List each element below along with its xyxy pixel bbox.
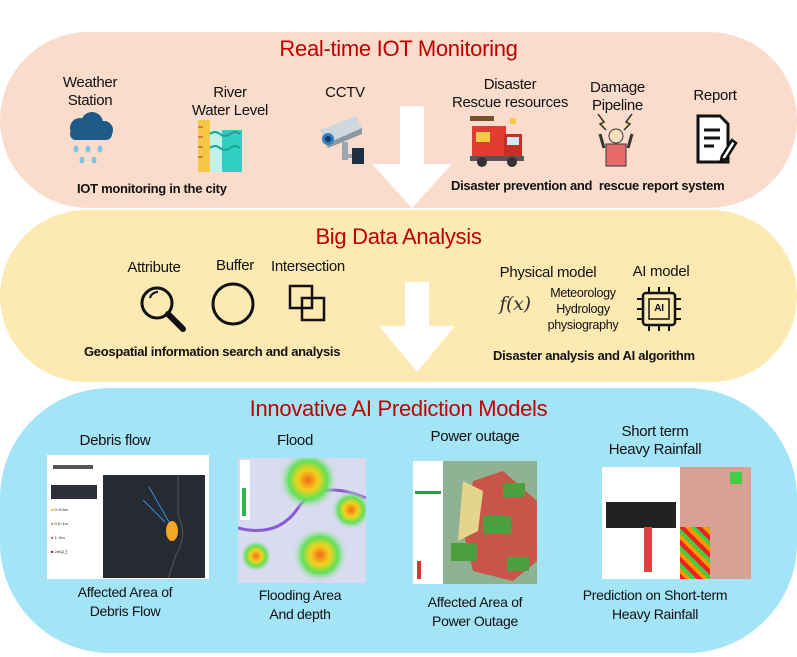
down-arrow-icon <box>372 106 452 208</box>
model-title-flood: Flood <box>276 432 314 449</box>
flood-heatmap-screenshot <box>238 458 366 583</box>
caption-geospatial: Geospatial information search and analys… <box>84 344 341 359</box>
function-formula: f(x) <box>499 293 531 315</box>
damaged-pipeline-person-icon <box>597 113 634 167</box>
rain-cloud-icon <box>70 112 113 164</box>
model-title-rainfall: Short term Heavy Rainfall <box>608 423 702 458</box>
legend-item: ■ 2m以上 <box>51 549 69 554</box>
caption-debris-flow: Affected Area of Debris Flow <box>77 584 173 619</box>
fire-truck-icon <box>470 116 524 167</box>
label-physical-model: Physical model <box>499 264 597 281</box>
label-river-water-level: River Water Level <box>191 84 269 119</box>
caption-flood: Flooding Area And depth <box>258 587 342 622</box>
label-buffer: Buffer <box>216 257 254 274</box>
report-document-icon <box>696 114 738 164</box>
label-ai-model: AI model <box>632 263 690 280</box>
down-arrow-icon <box>379 282 455 372</box>
caption-power-outage: Affected Area of Power Outage <box>427 594 523 629</box>
label-damage-pipeline: Damage Pipeline <box>590 79 645 114</box>
section-title-big-data: Big Data Analysis <box>315 224 482 249</box>
legend-item: ■ 0~0.5m <box>51 507 68 512</box>
label-rescue-resources: Disaster Rescue resources <box>451 76 569 111</box>
section-title-ai-models: Innovative AI Prediction Models <box>249 396 548 421</box>
water-level-gauge-icon <box>198 120 242 172</box>
caption-rainfall: Prediction on Short-term Heavy Rainfall <box>582 587 728 622</box>
model-title-debris-flow: Debris flow <box>79 432 151 449</box>
caption-iot-city: IOT monitoring in the city <box>77 181 227 196</box>
ai-chip-label: AI <box>654 303 664 314</box>
ai-chip-icon <box>637 287 681 331</box>
model-title-power-outage: Power outage <box>430 428 520 445</box>
physical-factors: Meteorology Hydrology physiography <box>547 286 619 332</box>
caption-report-system: Disaster prevention and rescue report sy… <box>451 178 725 193</box>
debris-flow-screenshot: ■ 0~0.5m ■ 0.5~1m ■ 1~2m ■ 2m以上 <box>47 455 209 579</box>
legend-item: ■ 0.5~1m <box>51 521 68 526</box>
caption-disaster-ai: Disaster analysis and AI algorithm <box>493 348 695 363</box>
cctv-camera-icon <box>320 116 364 164</box>
label-weather-station: Weather Station <box>62 74 118 109</box>
label-intersection: Intersection <box>271 258 345 275</box>
label-report: Report <box>693 87 737 104</box>
power-outage-screenshot <box>413 461 537 584</box>
label-attribute: Attribute <box>127 259 181 276</box>
intersection-icon <box>288 284 326 322</box>
rainfall-screenshot <box>602 467 751 579</box>
label-cctv: CCTV <box>325 84 365 101</box>
buffer-circle-icon <box>211 282 255 326</box>
magnifier-icon <box>140 286 186 332</box>
legend-item: ■ 1~2m <box>51 535 65 540</box>
section-title-iot: Real-time IOT Monitoring <box>279 36 518 61</box>
